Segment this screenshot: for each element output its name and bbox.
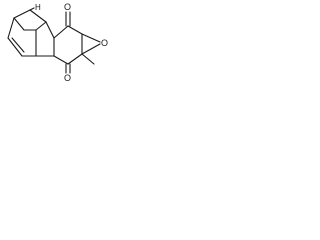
norbornene-unit	[7, 9, 55, 57]
ketone-bottom-oxygen-label: O	[64, 73, 71, 82]
bond-methyl	[81, 53, 95, 65]
bond-c6-c5-double-inner	[11, 37, 25, 53]
bond-bridge-c3	[35, 21, 47, 31]
bond-c3-ringjunction	[45, 21, 55, 39]
bond-bridgehead-h	[29, 7, 35, 11]
bond-c1-c6	[7, 17, 15, 39]
epoxide-ring	[81, 33, 101, 55]
top-carbonyl	[65, 11, 71, 27]
bond-bridge-left	[13, 17, 25, 31]
bond-c2-c3	[29, 9, 47, 23]
bond-c6-c5-double-outer	[7, 37, 23, 57]
molecule-canvas: H O O O	[0, 0, 114, 82]
epoxide-oxygen-label: O	[101, 38, 108, 48]
bond-r2-r3	[67, 25, 83, 35]
bond-r1-r2	[53, 25, 69, 39]
dione-ring	[53, 25, 83, 65]
chemical-structure-diagram: H O O O	[7, 2, 108, 82]
bridgehead-hydrogen-label: H	[35, 3, 41, 12]
bond-r5-r6	[53, 55, 69, 65]
bottom-carbonyl	[65, 63, 71, 74]
bond-r4-r5	[67, 53, 83, 65]
ketone-top-oxygen-label: O	[64, 2, 71, 12]
bond-epoxide-bottom	[81, 43, 101, 55]
bond-epoxide-top	[81, 33, 101, 43]
bond-c1-c2	[13, 9, 31, 19]
